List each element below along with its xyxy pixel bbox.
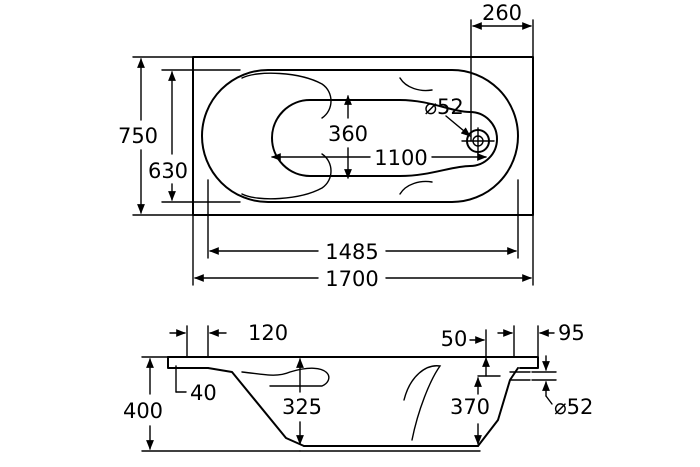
dim-inner-width-label: 630 bbox=[148, 159, 188, 183]
dim-inner-depth: 325 bbox=[282, 358, 322, 445]
dim-drain-diameter: ⌀52 bbox=[424, 95, 471, 137]
dim-rim-depth-label: 40 bbox=[190, 381, 217, 405]
dim-overflow-diameter-label: ⌀52 bbox=[554, 395, 593, 419]
dim-total-height-label: 400 bbox=[123, 399, 163, 423]
dim-inner-length: 1485 bbox=[207, 179, 519, 264]
tub-left-rim bbox=[167, 356, 209, 369]
dim-outer-length: 1700 bbox=[192, 214, 534, 291]
foot-contour bbox=[399, 77, 433, 195]
headrest-contour bbox=[241, 72, 332, 119]
bottom-outline bbox=[271, 99, 498, 177]
tub-front-wall bbox=[477, 367, 519, 447]
dim-outer-width: 750 bbox=[118, 56, 194, 216]
top-view: 1700 1485 1100 360 750 bbox=[118, 1, 534, 291]
dim-overflow-offset: 95 bbox=[497, 321, 585, 357]
dim-drain-diameter-label: ⌀52 bbox=[424, 95, 463, 119]
dim-inner-depth-label: 325 bbox=[282, 395, 322, 419]
headrest-contour-lower bbox=[241, 153, 332, 200]
foot-profile bbox=[403, 365, 442, 441]
dim-inner-length-label: 1485 bbox=[325, 240, 378, 264]
dim-overflow-height-label: 370 bbox=[450, 395, 490, 419]
side-view: 120 40 400 325 370 bbox=[123, 321, 593, 452]
dim-bottom-length-label: 1100 bbox=[374, 146, 427, 170]
tub-back-wall bbox=[207, 367, 305, 447]
dim-bottom-width: 360 bbox=[328, 95, 368, 179]
dim-drain-offset: 260 bbox=[470, 1, 534, 142]
dim-drain-offset-label: 260 bbox=[482, 1, 522, 25]
dim-bottom-width-label: 360 bbox=[328, 122, 368, 146]
dim-rim-offset: 50 bbox=[441, 327, 490, 377]
tub-outer-outline bbox=[192, 56, 534, 216]
dim-overflow-height: 370 bbox=[450, 375, 501, 445]
dim-inner-width: 630 bbox=[148, 69, 241, 203]
dim-overflow-offset-label: 95 bbox=[558, 321, 585, 345]
dim-rim-offset-label: 50 bbox=[441, 327, 468, 351]
dim-overflow-diameter: ⌀52 bbox=[531, 355, 593, 419]
dim-bottom-length: 1100 bbox=[271, 146, 487, 170]
dim-rim-depth: 40 bbox=[169, 365, 217, 405]
headrest-profile bbox=[241, 367, 330, 387]
dim-rim-width: 120 bbox=[169, 321, 288, 357]
dim-total-height: 400 bbox=[123, 356, 301, 452]
dim-outer-width-label: 750 bbox=[118, 124, 158, 148]
dim-outer-length-label: 1700 bbox=[325, 267, 378, 291]
basin-outline bbox=[201, 69, 519, 203]
tub-rim-profile bbox=[167, 356, 539, 369]
dim-rim-width-label: 120 bbox=[248, 321, 288, 345]
